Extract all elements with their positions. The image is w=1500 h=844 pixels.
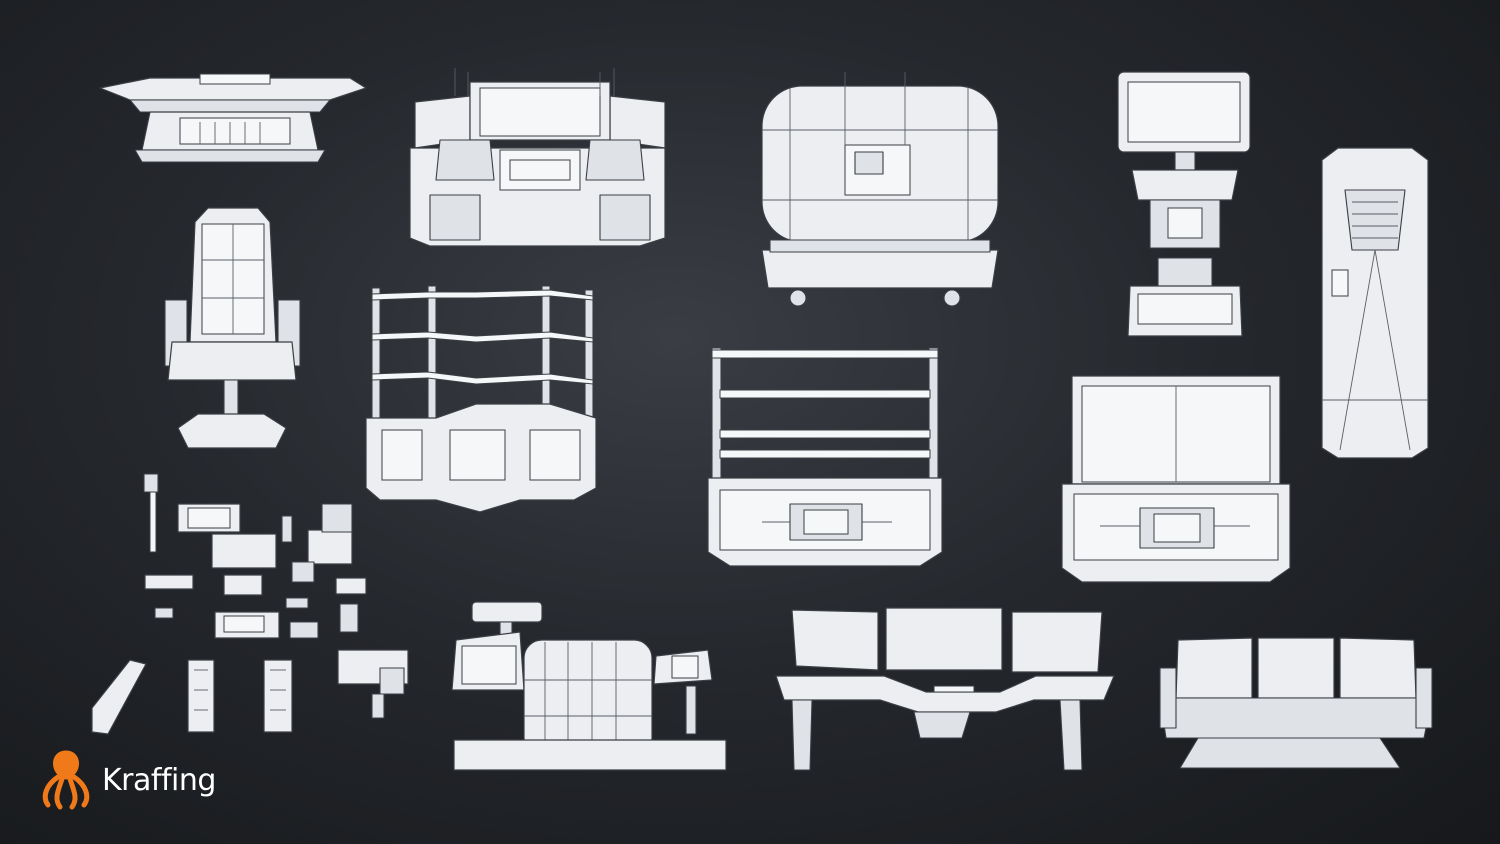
bench-sofa [1159,637,1433,769]
triple-screen-desk [775,607,1115,771]
corner-shelf-unit [365,285,597,513]
crate-cabinet [1061,375,1291,583]
captain-chair [164,207,301,449]
monitor-kiosk [1117,71,1251,337]
kraken-logo-icon [42,750,90,810]
tall-locker [1321,147,1429,459]
capsule-pod [761,72,999,307]
flat-console-table [99,73,367,163]
shelf-cabinet [707,347,943,567]
drum-console [451,601,727,771]
brand-name: Kraffing [102,762,216,798]
control-desk [409,68,666,247]
brand-logo: Kraffing [36,744,216,816]
parts-kit [91,473,409,735]
